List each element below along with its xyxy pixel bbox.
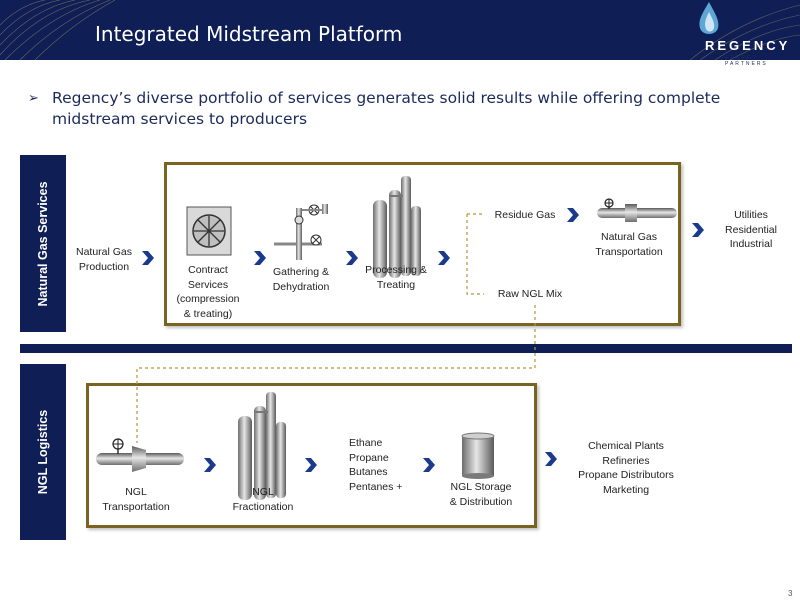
raw-ngl-to-ngl-connector <box>136 305 536 443</box>
chevrons <box>142 208 704 472</box>
gas-pipeline-icon <box>597 198 677 222</box>
page-title: Integrated Midstream Platform <box>95 22 403 46</box>
gas-end-markets-label: Utilities Residential Industrial <box>725 209 777 250</box>
gathering-wellhead-icon <box>274 204 328 260</box>
processing-plant-icon <box>373 176 421 278</box>
logo-text: REGENCY <box>705 38 791 53</box>
ngl-products-label: Ethane Propane Butanes Pentanes + <box>349 437 403 493</box>
contract-services-label: Contract Services (compression & treatin… <box>176 264 240 320</box>
gathering-dehydration-label: Gathering & Dehydration <box>272 266 330 293</box>
chevron-icon <box>204 458 216 472</box>
section-divider <box>20 344 792 353</box>
chevron-icon <box>692 223 704 237</box>
gas-transportation-label: Natural Gas Transportation <box>595 231 663 258</box>
chevron-icon <box>142 251 154 265</box>
ngl-transportation-label: NGL Transportation <box>102 486 170 513</box>
bullet-text: Regency’s diverse portfolio of services … <box>52 89 721 128</box>
compressor-icon <box>186 206 232 256</box>
logo-subtext: ENERGY PARTNERS <box>725 55 768 67</box>
chevron-icon <box>346 251 358 265</box>
ngl-fractionation-label: NGL Fractionation <box>232 486 294 513</box>
raw-ngl-mix-label: Raw NGL Mix <box>497 288 563 300</box>
chevron-icon <box>545 452 557 466</box>
ngl-pipeline-icon <box>96 438 184 472</box>
residue-gas-label: Residue Gas <box>494 209 556 221</box>
ngl-end-markets-label: Chemical Plants Refineries Propane Distr… <box>578 440 674 496</box>
ngl-fractionation-icon <box>238 392 286 500</box>
page-number: 3 <box>788 589 793 598</box>
header-bar: Integrated Midstream Platform REGENCY <box>0 0 800 60</box>
connector-lines <box>136 213 536 443</box>
ngl-box <box>86 383 537 528</box>
natural-gas-box <box>164 162 681 326</box>
raw-ngl-connector <box>466 214 484 295</box>
processing-treating-label: Processing & Treating <box>365 264 427 291</box>
flame-logo-icon <box>699 2 719 34</box>
header-pattern <box>0 0 800 60</box>
chevron-icon <box>254 251 266 265</box>
ngl-logistics-tab: NGL Logistics <box>20 364 66 540</box>
chevron-icon <box>305 458 317 472</box>
ngl-storage-label: NGL Storage & Distribution <box>449 481 513 508</box>
bullet-arrow-icon: ➢ <box>28 90 39 105</box>
natural-gas-tab: Natural Gas Services <box>20 155 66 332</box>
chevron-icon <box>567 208 579 222</box>
chevron-icon <box>423 458 435 472</box>
chevron-icon <box>438 251 450 265</box>
natural-gas-production-label: Natural Gas Production <box>75 246 133 273</box>
storage-tank-icon <box>461 432 495 479</box>
